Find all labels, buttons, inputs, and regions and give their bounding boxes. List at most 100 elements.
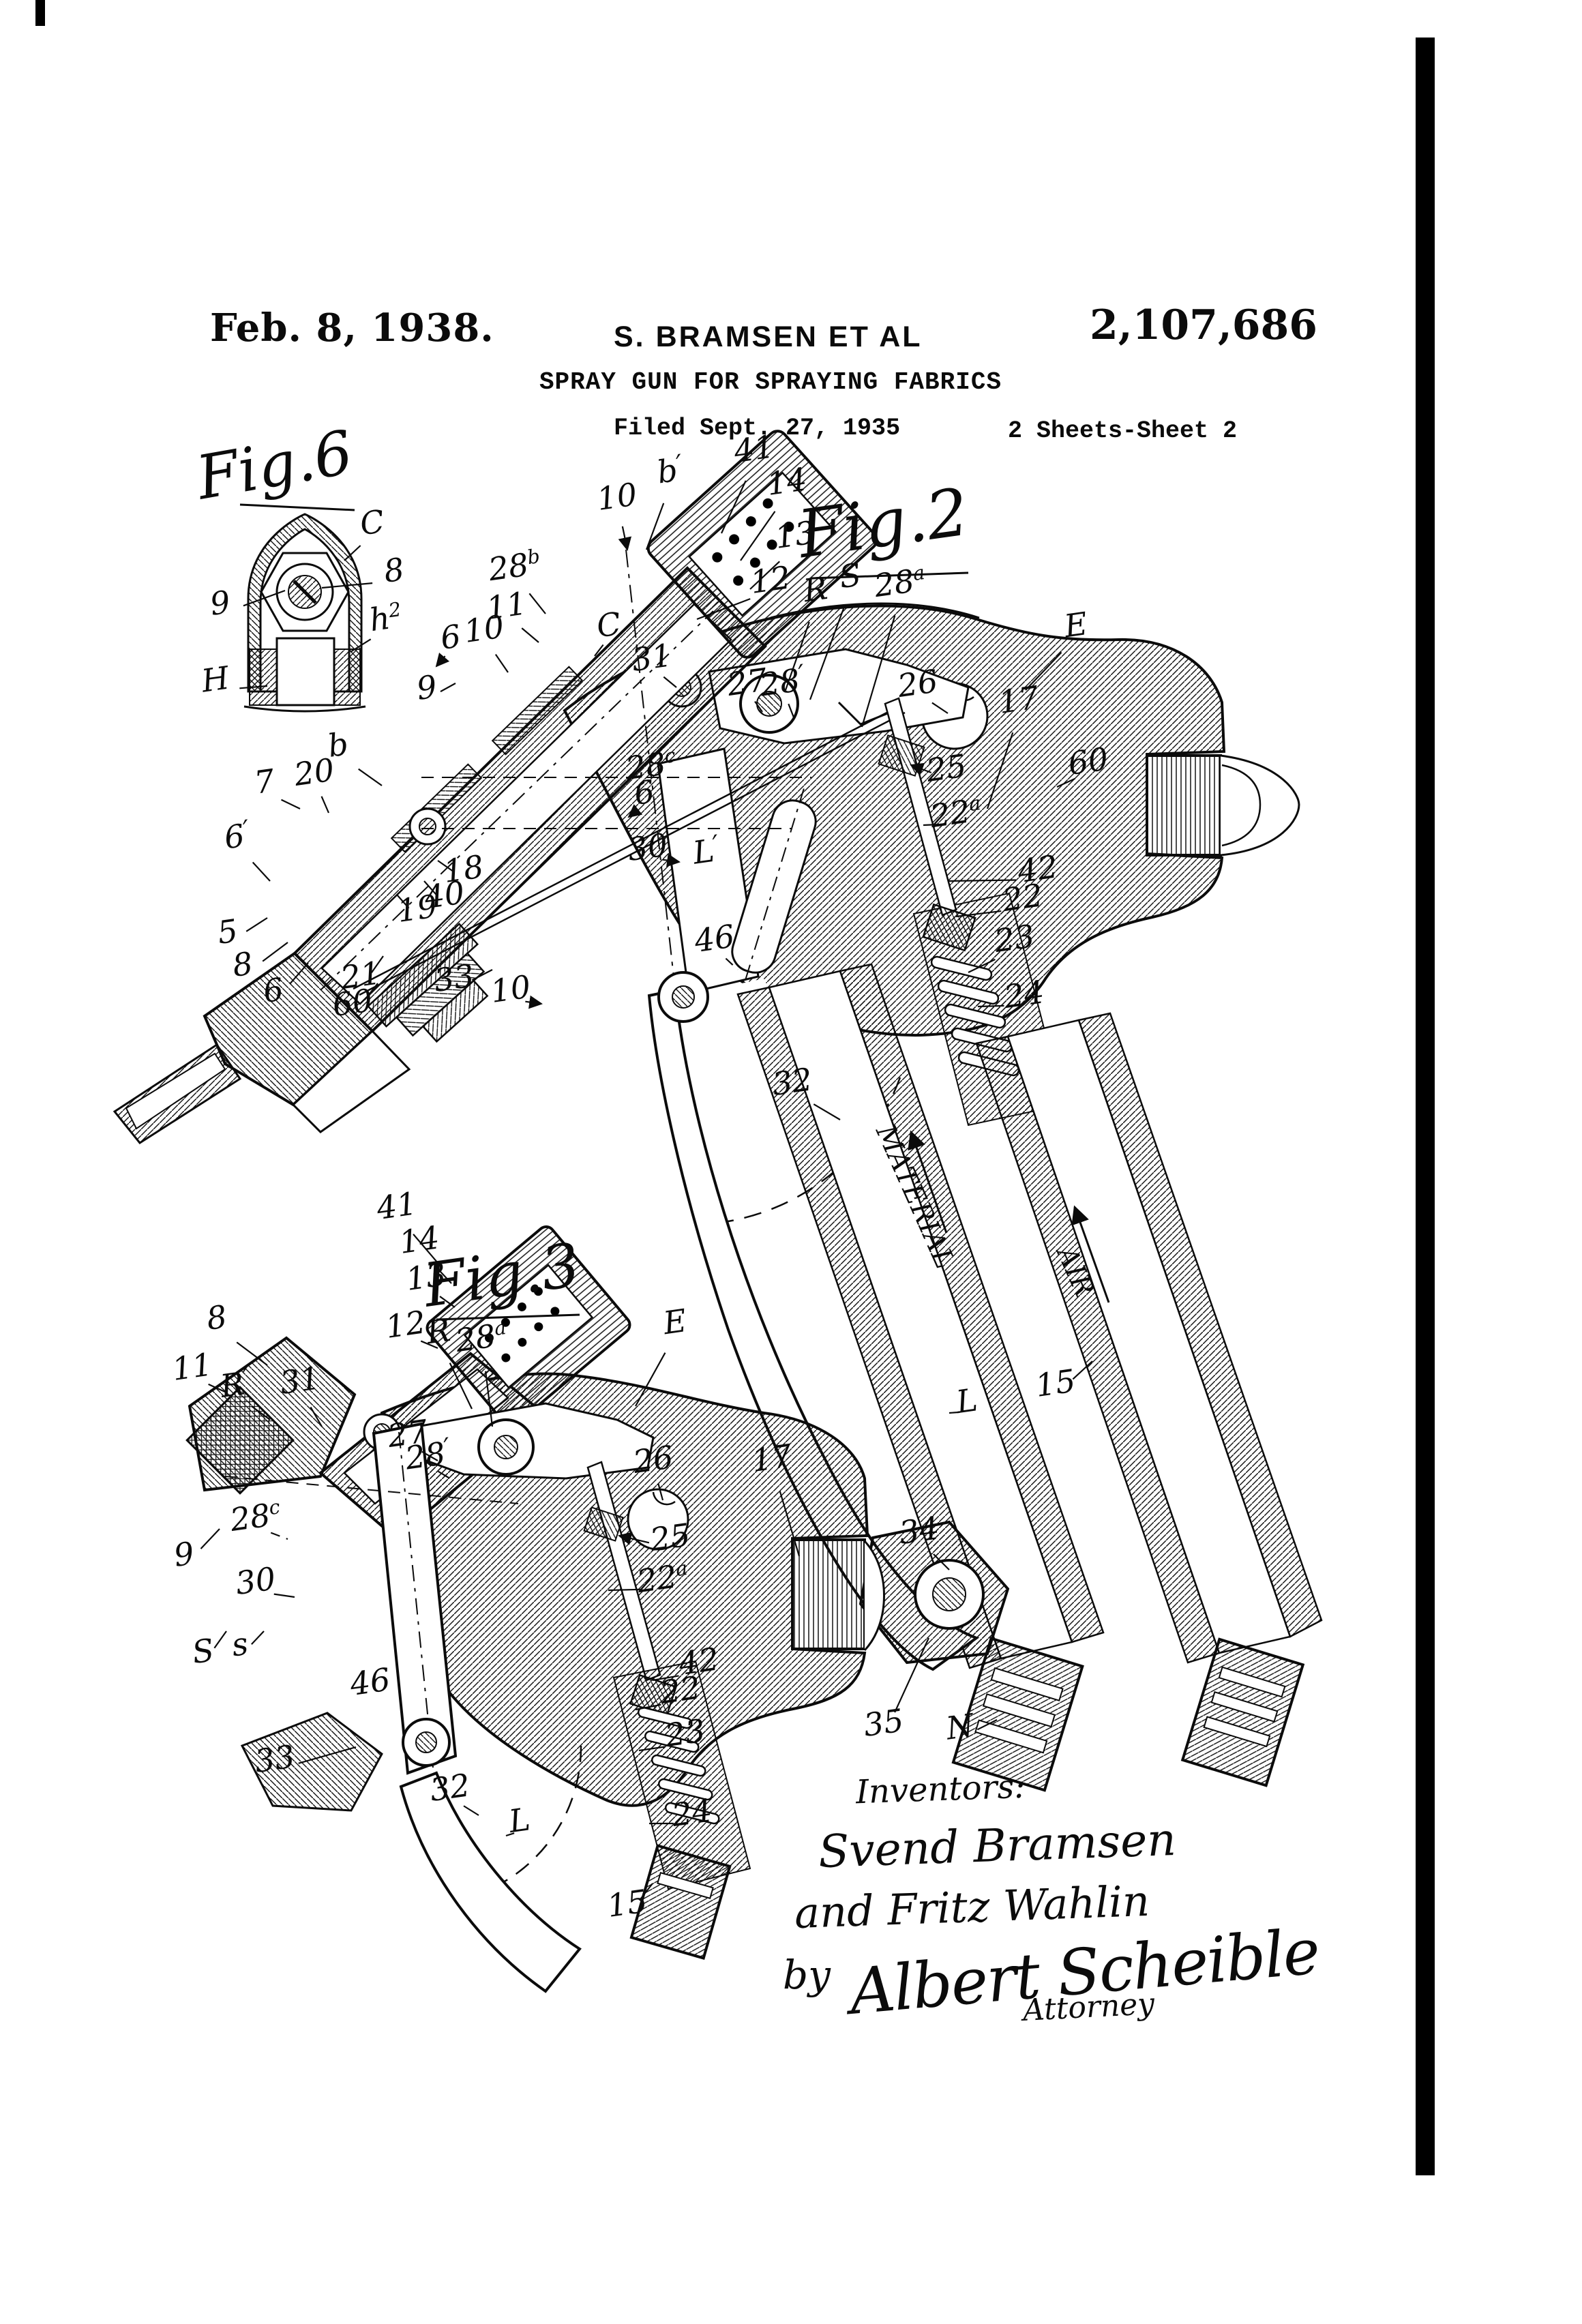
leader-line — [505, 1832, 515, 1837]
leader-line — [252, 861, 271, 882]
ref-label-fig2-5: 5 — [215, 912, 241, 951]
ref-label-fig2-L: L — [953, 1381, 980, 1420]
leader-line — [434, 1264, 452, 1284]
ref-label-fig3-28a: 28a — [453, 1315, 509, 1359]
leader-line — [663, 676, 677, 688]
ref-label-fig2-32: 32 — [770, 1060, 814, 1103]
ref-label-fig3-8: 8 — [205, 1298, 230, 1337]
ref-label-fig2-60: 60 — [330, 981, 374, 1024]
ref-label-fig2-28-prime: 28′ — [757, 659, 809, 703]
ref-label-fig2-42: 42 — [1015, 848, 1060, 890]
leader-line — [281, 799, 301, 809]
leader-line — [754, 700, 763, 713]
material-flow-arrow — [908, 1130, 948, 1234]
leader-line — [949, 1411, 960, 1414]
air-flow-arrow — [1071, 1205, 1110, 1303]
ref-label-fig2-N: N — [943, 1706, 977, 1746]
leader-line — [721, 480, 747, 534]
invention-title: SPRAY GUN FOR SPRAYING FABRICS — [539, 368, 1002, 396]
fig3-drawing — [185, 1225, 885, 1993]
ref-label-fig2-19: 19 — [395, 887, 439, 929]
leader-line — [725, 957, 738, 970]
leader-line — [525, 995, 543, 1009]
leader-line — [1025, 651, 1062, 691]
leader-line — [471, 969, 493, 981]
leader-line — [262, 942, 288, 962]
ref-label-fig2-28c: 28c — [623, 743, 678, 787]
leader-line — [779, 1491, 801, 1557]
inventors-heading: Inventors: — [855, 1767, 1026, 1812]
ref-label-fig3-S: S — [190, 1631, 216, 1671]
leader-line — [251, 1405, 271, 1420]
ref-label-fig2-8: 8 — [230, 944, 256, 984]
leader-line — [321, 582, 373, 589]
ref-label-fig2-41: 41 — [731, 428, 776, 470]
leader-line — [270, 1532, 288, 1540]
ref-label-fig2-6-prime: 6′ — [222, 814, 253, 856]
leader-line — [289, 962, 309, 985]
ref-label-fig2-b-prime: b′ — [655, 449, 686, 490]
leader-line — [438, 1470, 449, 1478]
ref-label-fig3-25: 25 — [647, 1516, 692, 1558]
leader-line — [618, 1532, 650, 1545]
ref-label-fig3-26: 26 — [630, 1438, 675, 1480]
ref-label-fig3-46: 46 — [347, 1660, 392, 1703]
leader-line — [933, 1553, 950, 1570]
scan-artifact-right-bar — [1416, 38, 1435, 2175]
ref-label-fig3-22: 22 — [657, 1669, 702, 1711]
ref-label-fig2-13: 13 — [773, 513, 817, 556]
leader-line — [594, 644, 604, 657]
ref-label-fig2-26: 26 — [895, 662, 940, 704]
leader-line — [784, 621, 810, 691]
ref-label-fig3-42: 42 — [676, 1640, 721, 1682]
ref-label-fig2-10: 10 — [462, 608, 506, 650]
ref-label-fig2-31: 31 — [629, 636, 674, 679]
ref-label-fig3-30: 30 — [233, 1560, 278, 1602]
ref-label-fig3-24: 24 — [669, 1791, 714, 1834]
ref-label-fig2-S: S — [837, 556, 863, 595]
leader-line — [423, 880, 437, 895]
ref-label-fig2-46: 46 — [691, 917, 736, 959]
leader-line — [358, 768, 383, 786]
ref-label-fig3-28c: 28c — [227, 1495, 283, 1538]
leader-line — [439, 1296, 456, 1308]
sheet-count: 2 Sheets-Sheet 2 — [1008, 417, 1238, 445]
ref-label-fig2-33: 33 — [432, 957, 476, 999]
ref-label-fig2-24: 24 — [1001, 973, 1046, 1015]
ref-label-fig2-21: 21 — [338, 954, 383, 996]
leader-line — [485, 1371, 494, 1427]
leader-line — [463, 1805, 479, 1816]
ref-label-fig3-9: 9 — [172, 1534, 197, 1574]
patent-number: 2,107,686 — [1090, 301, 1318, 349]
ref-label-fig3-31: 31 — [278, 1359, 322, 1401]
patent-date: Feb. 8, 1938. — [210, 306, 494, 351]
leader-line — [861, 615, 896, 728]
ref-label-fig2-60: 60 — [1066, 740, 1110, 782]
leader-line — [657, 1483, 664, 1501]
ref-label-fig2-30: 30 — [625, 826, 670, 868]
ref-label-fig3-27: 27 — [385, 1412, 430, 1455]
ref-label-fig2-35: 35 — [861, 1701, 906, 1744]
ref-label-fig3-12: 12 — [383, 1303, 428, 1345]
leader-line — [273, 1593, 295, 1598]
leader-line — [413, 1234, 438, 1264]
by-word: by — [783, 1952, 831, 1998]
ref-label-fig2-10: 10 — [488, 968, 533, 1010]
leader-line — [809, 608, 845, 700]
ref-label-fig6-h2: h2 — [367, 597, 404, 638]
ref-label-fig3-E: E — [660, 1302, 689, 1341]
filing-date: Filed Sept. 27, 1935 — [614, 415, 901, 442]
leader-line — [320, 796, 330, 814]
ref-label-fig2-6: 6 — [438, 617, 464, 657]
leader-line — [251, 1630, 265, 1645]
ref-label-fig3-17: 17 — [749, 1437, 794, 1479]
ref-label-fig2-20: 20 — [291, 751, 336, 793]
ref-label-fig3-15: 15 — [605, 1882, 649, 1924]
leader-line — [363, 983, 378, 1000]
ref-label-fig3-33: 33 — [252, 1738, 297, 1780]
ref-label-fig2-25: 25 — [923, 747, 968, 789]
fig6-drawing — [239, 503, 366, 713]
ref-label-fig3-13: 13 — [404, 1255, 448, 1298]
leader-line — [968, 958, 996, 973]
